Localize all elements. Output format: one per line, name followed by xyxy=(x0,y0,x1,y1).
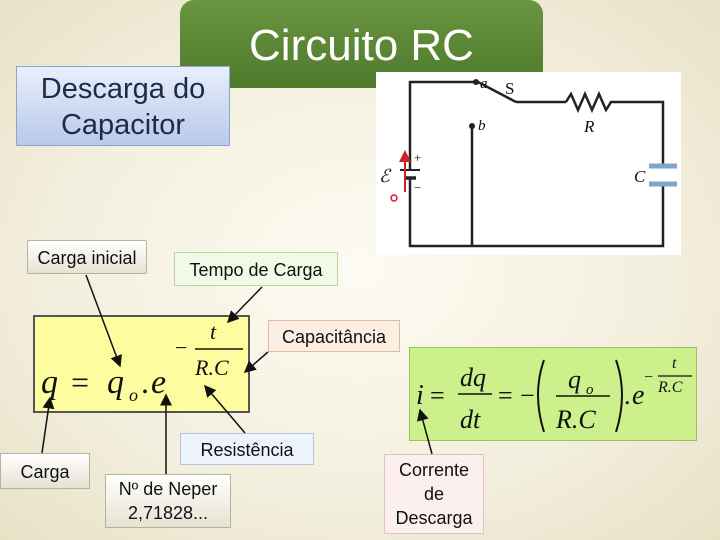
switch-label: S xyxy=(505,79,514,98)
label-carga-inicial: Carga inicial xyxy=(27,240,147,274)
formula2-right-paren xyxy=(615,359,623,433)
capacitor-label: C xyxy=(634,167,646,186)
label-numero-de-neper: Nº de Neper 2,71828... xyxy=(105,474,231,528)
label-carga: Carga xyxy=(0,453,90,489)
formula2-dq: dq xyxy=(460,363,486,392)
formula1-equals: = xyxy=(71,364,89,400)
formula1-q: q xyxy=(41,364,58,401)
emf-arrow-head xyxy=(399,150,411,162)
emf-label: ℰ xyxy=(379,166,392,186)
subtitle-line1: Descarga do xyxy=(40,73,206,105)
label-corrente-de-descarga: Corrente de Descarga xyxy=(384,454,484,534)
node-b-dot xyxy=(469,123,475,129)
node-a-dot xyxy=(473,79,479,85)
label-capacitancia: Capacitância xyxy=(268,320,400,352)
formula2-dt: dt xyxy=(460,405,481,434)
circuit-svg: a b S R C ℰ + − xyxy=(379,76,677,248)
corrente-line3: Descarga xyxy=(395,508,473,528)
formula2-i: i xyxy=(416,380,424,411)
charge-formula-box: q = q o . e − t R.C xyxy=(33,315,250,413)
label-tempo-de-carga: Tempo de Carga xyxy=(174,252,338,286)
formula2-e: e xyxy=(632,380,644,411)
label-resistencia: Resistência xyxy=(180,433,314,465)
formula2-left-paren xyxy=(537,359,545,433)
formula2-rc: R.C xyxy=(555,405,596,434)
charge-formula: q = q o . e − t R.C xyxy=(41,319,243,405)
subtitle-line2: Capacitor xyxy=(60,109,186,141)
neper-line2: 2,71828... xyxy=(127,503,209,523)
formula1-q0: q xyxy=(107,364,124,401)
formula2-q0: q xyxy=(568,365,581,394)
node-b-label: b xyxy=(478,118,486,134)
circuit-diagram: a b S R C ℰ + − xyxy=(376,72,681,255)
resistor-label: R xyxy=(583,117,595,136)
formula1-e: e xyxy=(151,364,166,401)
formula2-eq2: = xyxy=(498,381,513,410)
switch-blade xyxy=(477,80,517,104)
formula2-dot: . xyxy=(624,381,631,410)
formula2-minus: − xyxy=(520,381,535,410)
battery-plus: + xyxy=(414,150,421,165)
resistor-zigzag xyxy=(564,90,665,166)
emf-terminal xyxy=(390,194,398,202)
formula2-eq1: = xyxy=(430,381,445,410)
formula2-q0-sub: o xyxy=(586,382,594,398)
wire-bottom xyxy=(408,184,665,248)
formula2-exp-num: t xyxy=(672,355,677,372)
current-formula: i = dq dt = − q o R.C . e − t R.C xyxy=(416,355,692,434)
formula1-exp-sign: − xyxy=(175,335,187,360)
formula2-exp-sign: − xyxy=(644,369,653,386)
formula1-exp-num: t xyxy=(210,319,217,344)
page-title: Circuito RC xyxy=(249,21,474,70)
current-formula-box: i = dq dt = − q o R.C . e − t R.C xyxy=(409,347,697,441)
corrente-line2: de xyxy=(423,484,445,504)
formula2-exp-den: R.C xyxy=(657,379,683,396)
node-a-label: a xyxy=(480,76,488,92)
corrente-line1: Corrente xyxy=(398,460,470,480)
subtitle-box: Descarga do Capacitor xyxy=(16,66,230,146)
formula1-q0-sub: o xyxy=(129,385,138,405)
neper-line1: Nº de Neper xyxy=(118,479,218,499)
battery-minus: − xyxy=(414,180,421,195)
wire-top xyxy=(408,80,476,136)
formula1-exp-den: R.C xyxy=(194,355,229,380)
formula1-dot: . xyxy=(141,364,149,400)
